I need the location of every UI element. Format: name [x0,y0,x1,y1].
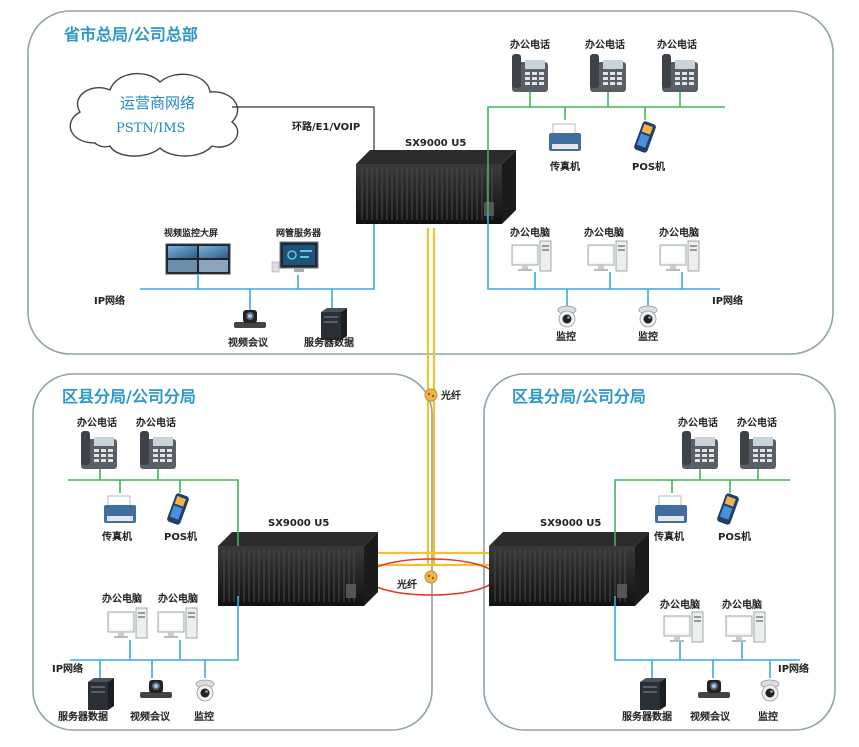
cloud-line1: 运营商网络 [120,94,195,112]
branch-right-pc2-label: 办公电脑 [722,598,762,611]
hq-ip-bus-right [487,212,720,290]
hq-phone1-label: 办公电话 [510,38,550,51]
hq-server-label: 服务器数据 [304,336,354,349]
branch-right-pc1-label: 办公电脑 [660,598,700,611]
hq-phone3-label: 办公电话 [657,38,697,51]
branch-left-ip-network: IP网络 [52,662,83,675]
hq-phone2-label: 办公电话 [585,38,625,51]
hq-device-label: SX9000 U5 [405,138,466,149]
branch-right-phone2-label: 办公电话 [737,416,777,429]
hq-pc2-label: 办公电脑 [584,226,624,239]
hq-camera1-label: 监控 [556,330,576,343]
hq-camera1-icon [557,305,577,328]
branch-left-voice-bus [68,479,239,546]
fiber-connector-top-icon [424,388,438,402]
hq-nms-icon [271,241,319,273]
branch-left-title: 区县分局/公司分局 [62,387,196,406]
branch-left-ip-bus [70,596,239,661]
hq-video-conf-label: 视频会议 [228,336,269,349]
hq-pos-label: POS机 [632,160,665,173]
branch-right-title: 区县分局/公司分局 [512,387,646,406]
branch-left-device-icon [217,531,379,607]
branch-right-pos-label: POS机 [718,530,751,543]
branch-right-device-icon [488,531,650,607]
trunk-line [232,106,375,160]
branch-left-video-conf-label: 视频会议 [130,710,171,723]
fiber-label-mid: 光纤 [396,578,417,591]
hq-video-wall-icon [165,243,231,275]
branch-left-fax-label: 传真机 [101,530,132,543]
fiber-connector-mid-icon [424,570,438,584]
branch-left-pos-label: POS机 [164,530,197,543]
branch-left-server-label: 服务器数据 [58,710,108,723]
branch-right-device-label: SX9000 U5 [540,518,601,529]
branch-left-device-label: SX9000 U5 [268,518,329,529]
branch-right-phone1-label: 办公电话 [678,416,718,429]
hq-ip-bus-left [140,224,375,290]
branch-right-server-label: 服务器数据 [622,710,672,723]
branch-left-camera-icon [195,679,215,702]
carrier-cloud-icon [69,72,239,157]
branch-left-camera-label: 监控 [194,710,214,723]
trunk-label: 环路/E1/VOIP [292,120,360,133]
hq-pc3-label: 办公电脑 [659,226,699,239]
branch-right-camera-icon [760,679,780,702]
hq-nms-label: 网管服务器 [276,227,322,239]
branch-left-phone2-label: 办公电话 [136,416,176,429]
hq-ip-network-left: IP网络 [94,294,125,307]
branch-right-voice-bus [614,479,790,546]
branch-right-camera-label: 监控 [758,710,778,723]
hq-title: 省市总局/公司总部 [63,25,198,44]
branch-right-server-icon [640,678,666,710]
branch-right-ip-bus [614,596,800,661]
branch-left-phone1-label: 办公电话 [77,416,117,429]
branch-left-pc1-label: 办公电脑 [102,592,142,605]
cloud-line2: PSTN/IMS [116,121,185,136]
branch-right-fax-label: 传真机 [653,530,684,543]
branch-left-server-icon [88,678,114,710]
hq-ip-network-right: IP网络 [712,294,743,307]
branch-right-video-conf-label: 视频会议 [690,710,731,723]
hq-voice-bus [487,106,725,212]
hq-pc1-label: 办公电脑 [510,226,550,239]
fiber-label-top: 光纤 [440,389,461,402]
hq-device-icon [355,149,517,225]
hq-camera2-label: 监控 [638,330,658,343]
hq-video-wall-label: 视频监控大屏 [164,227,218,239]
hq-server-icon [321,308,347,340]
branch-right-ip-network: IP网络 [778,662,809,675]
hq-fax-label: 传真机 [549,160,580,173]
branch-left-pc2-label: 办公电脑 [158,592,198,605]
hq-camera2-icon [638,305,658,328]
